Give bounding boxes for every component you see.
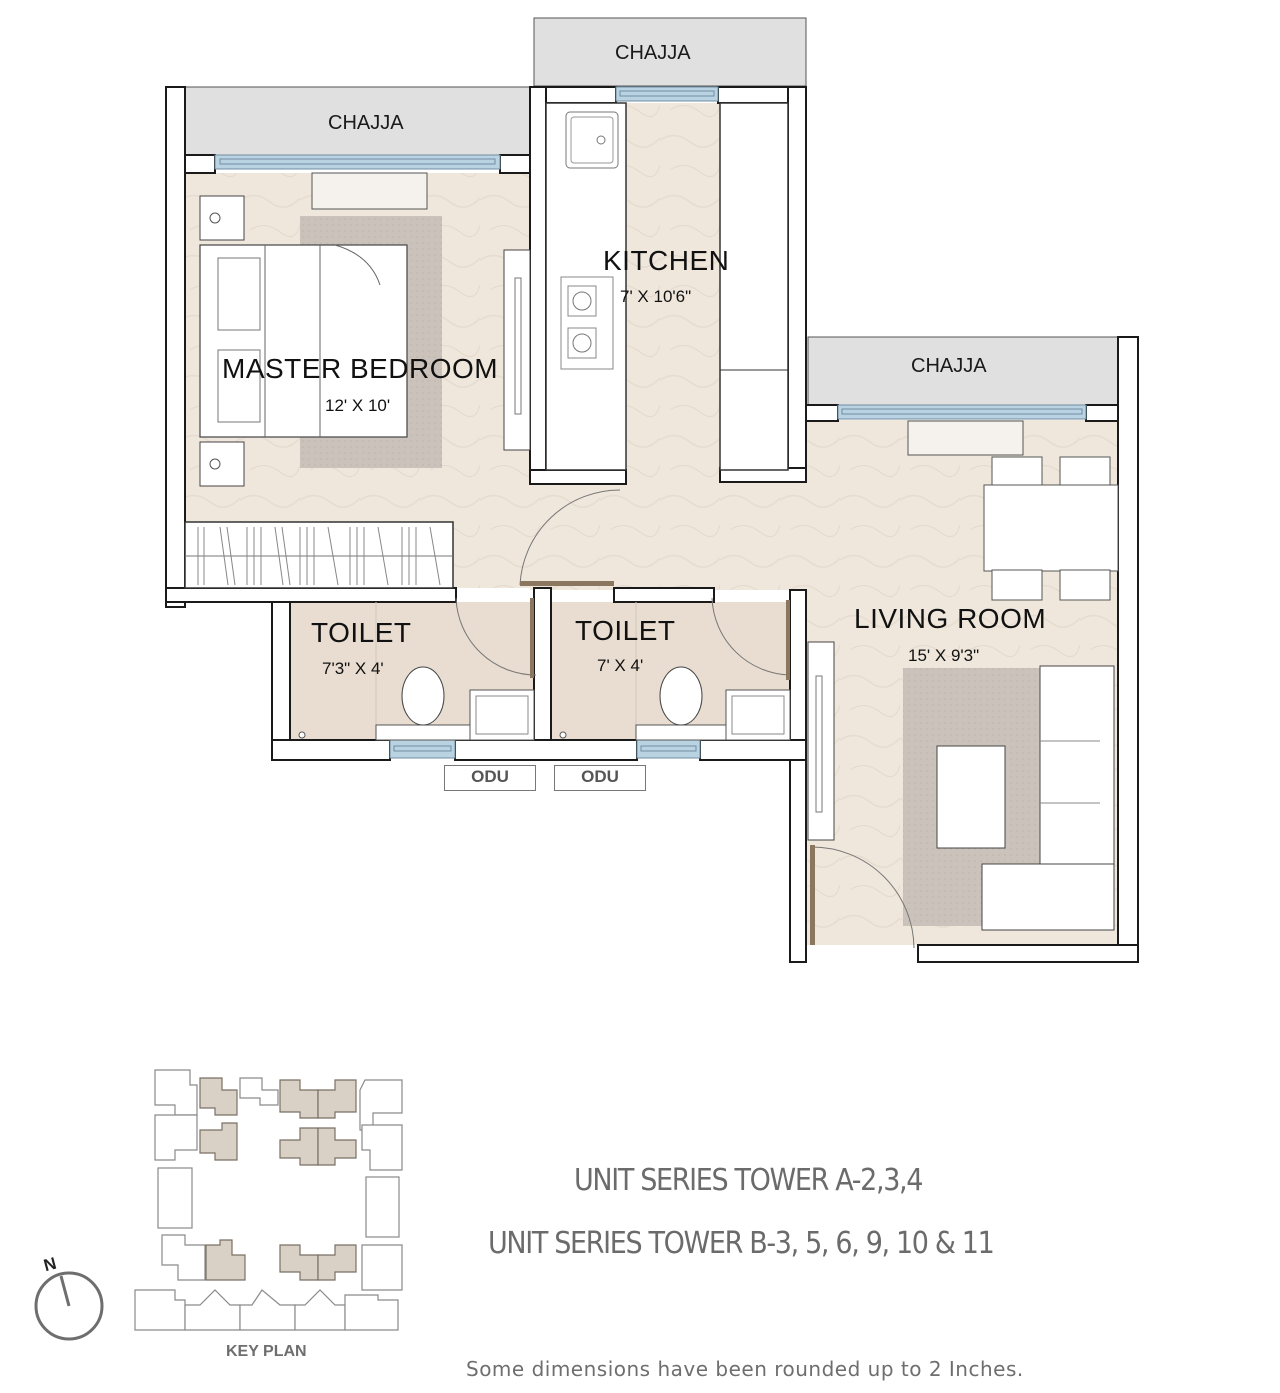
chajja-label-kitchen: CHAJJA <box>615 42 691 64</box>
room-dim-master-bedroom: 12' X 10' <box>325 396 391 415</box>
kitchen-furniture <box>545 102 789 471</box>
room-name-living-room: LIVING ROOM <box>854 603 1047 634</box>
unit-series-tower-b: UNIT SERIES TOWER B-3, 5, 6, 9, 10 & 11 <box>488 1226 995 1261</box>
dimension-rounding-note: Some dimensions have been rounded up to … <box>466 1357 1024 1381</box>
north-compass-icon <box>34 1271 104 1341</box>
living-furniture <box>807 420 1119 949</box>
chajja-kitchen <box>533 17 807 87</box>
odu-unit-1: ODU <box>444 765 536 791</box>
key-plan-label: KEY PLAN <box>226 1343 307 1360</box>
chajja-bedroom <box>184 86 531 156</box>
toilet-fixtures <box>298 597 791 741</box>
key-plan-highlighted-units <box>199 1077 357 1281</box>
walls <box>165 86 1139 963</box>
key-plan-drawing <box>134 1069 403 1331</box>
bedroom-furniture <box>184 172 621 589</box>
room-dim-living-room: 15' X 9'3" <box>908 646 980 665</box>
room-name-master-bedroom: MASTER BEDROOM <box>222 353 499 384</box>
room-name-toilet-1: TOILET <box>311 617 412 648</box>
chajja-label-bedroom: CHAJJA <box>328 112 404 134</box>
windows <box>214 86 1087 759</box>
room-name-kitchen: KITCHEN <box>603 245 730 276</box>
unit-series-tower-a: UNIT SERIES TOWER A-2,3,4 <box>574 1163 923 1198</box>
odu-unit-2: ODU <box>554 765 646 791</box>
room-name-toilet-2: TOILET <box>575 615 676 646</box>
chajja-living <box>807 336 1119 406</box>
chajja-label-living: CHAJJA <box>911 355 987 377</box>
room-dim-kitchen: 7' X 10'6" <box>620 287 692 306</box>
room-dim-toilet-1: 7'3" X 4' <box>322 659 384 678</box>
room-dim-toilet-2: 7' X 4' <box>597 656 644 675</box>
